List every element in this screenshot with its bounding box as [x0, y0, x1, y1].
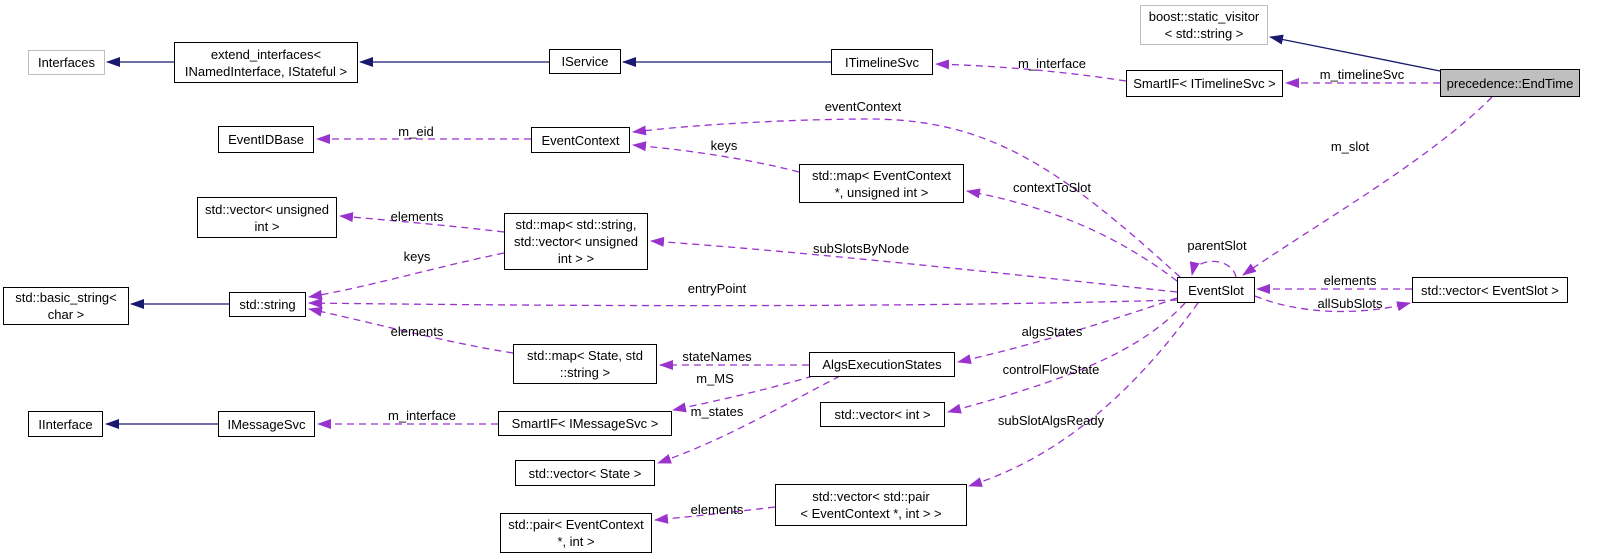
edge-label-algsstates: algsStates: [1022, 324, 1083, 339]
node-boost-static-visitor: boost::static_visitor < std::string >: [1140, 5, 1268, 45]
edge-allsubslots: [1254, 295, 1411, 313]
node-iinterface[interactable]: IInterface: [28, 411, 103, 437]
edge-label-controlflowstate: controlFlowState: [1003, 362, 1100, 377]
node-map-state-string[interactable]: std::map< State, std ::string >: [513, 344, 657, 384]
edge-endtime-to-boost: [1269, 34, 1441, 72]
edge-label-m-slot: m_slot: [1331, 139, 1370, 154]
edge-eventcontext-member: [632, 118, 1181, 278]
edge-label-elements-eventslot: elements: [1324, 273, 1377, 288]
edge-label-statenames: stateNames: [682, 349, 752, 364]
edge-elements-state-string: [308, 306, 514, 354]
node-imessagesvc[interactable]: IMessageSvc: [218, 411, 315, 437]
node-extend-interfaces[interactable]: extend_interfaces< INamedInterface, ISta…: [174, 42, 358, 83]
edge-label-m-interface-top: m_interface: [1018, 56, 1086, 71]
node-basic-string[interactable]: std::basic_string< char >: [3, 287, 129, 325]
node-interfaces: Interfaces: [28, 50, 105, 75]
edge-label-keys-string: keys: [404, 249, 431, 264]
edge-m-states: [657, 375, 841, 464]
edge-parentslot: [1189, 260, 1237, 278]
node-vector-unsigned-int[interactable]: std::vector< unsigned int >: [197, 197, 337, 238]
node-pair-eventcontext-int[interactable]: std::pair< EventContext *, int >: [500, 513, 652, 553]
node-vector-eventslot[interactable]: std::vector< EventSlot >: [1412, 277, 1568, 303]
edge-label-elements-pair: elements: [691, 502, 744, 517]
edge-m-slot: [1242, 96, 1493, 276]
edge-label-keys-eventcontext: keys: [711, 138, 738, 153]
edge-label-eventcontext-member: eventContext: [825, 99, 902, 114]
node-vector-int[interactable]: std::vector< int >: [820, 402, 945, 427]
node-eventidbase[interactable]: EventIDBase: [218, 126, 314, 153]
node-map-string-vector[interactable]: std::map< std::string, std::vector< unsi…: [504, 213, 648, 270]
edge-label-entrypoint: entryPoint: [688, 281, 747, 296]
node-smartif-imessagesvc[interactable]: SmartIF< IMessageSvc >: [498, 411, 672, 436]
node-vector-state[interactable]: std::vector< State >: [515, 460, 655, 486]
edge-elements-vec-uint: [339, 212, 505, 233]
edge-label-m-timelinesvc: m_timelineSvc: [1320, 67, 1405, 82]
edge-label-contexttoslot: contextToSlot: [1013, 180, 1091, 195]
node-precedence-endtime: precedence::EndTime: [1440, 69, 1580, 97]
edge-label-parentslot: parentSlot: [1187, 238, 1247, 253]
edge-entrypoint: [308, 298, 1178, 309]
node-algsexecutionstates[interactable]: AlgsExecutionStates: [809, 352, 955, 377]
edge-label-allsubslots: allSubSlots: [1317, 296, 1383, 311]
edge-keys-eventcontext: [632, 141, 800, 173]
edge-label-subslotalgsready: subSlotAlgsReady: [998, 413, 1105, 428]
edge-m-ms: [672, 375, 814, 413]
edge-controlflowstate: [947, 302, 1186, 414]
edge-label-m-interface-bottom: m_interface: [388, 408, 456, 423]
edge-label-m-ms: m_MS: [696, 371, 734, 386]
edge-contexttoslot: [966, 188, 1178, 282]
node-eventslot[interactable]: EventSlot: [1177, 277, 1255, 303]
edge-subslotalgsready: [968, 302, 1199, 487]
edge-elements-pair: [654, 506, 776, 524]
edge-label-m-states: m_states: [691, 404, 744, 419]
node-itimelinesvc[interactable]: ITimelineSvc: [831, 49, 933, 75]
edge-label-elements-state-string: elements: [391, 324, 444, 339]
edge-keys-string: [308, 252, 505, 300]
node-smartif-itimelinesvc[interactable]: SmartIF< ITimelineSvc >: [1126, 70, 1283, 97]
edge-subslotsbynode: [650, 236, 1178, 293]
edge-label-m-eid: m_eid: [398, 124, 433, 139]
node-std-string[interactable]: std::string: [229, 292, 306, 317]
node-map-eventcontext-uint[interactable]: std::map< EventContext *, unsigned int >: [799, 164, 964, 203]
node-vector-pair[interactable]: std::vector< std::pair < EventContext *,…: [775, 484, 967, 526]
edge-label-elements-vec-uint: elements: [391, 209, 444, 224]
edge-label-subslotsbynode: subSlotsByNode: [813, 241, 909, 256]
edge-m-interface-top: [935, 59, 1127, 82]
node-iservice[interactable]: IService: [549, 49, 621, 74]
node-eventcontext[interactable]: EventContext: [531, 127, 630, 153]
edge-algsstates: [957, 297, 1178, 364]
